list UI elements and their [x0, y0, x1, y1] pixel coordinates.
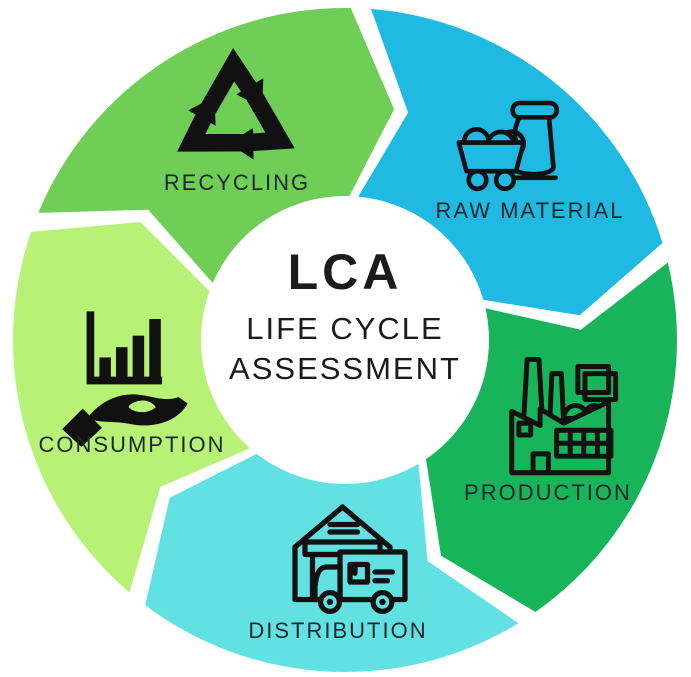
segment-distribution — [145, 451, 519, 673]
consumption-icon — [62, 311, 188, 448]
center-abbr-text: LCA — [288, 244, 403, 300]
label-consumption: CONSUMPTION — [39, 432, 226, 457]
center-hub — [201, 196, 489, 484]
center-title-line1: LIFE CYCLE — [246, 311, 443, 346]
raw-material-icon — [456, 100, 560, 192]
label-distribution: DISTRIBUTION — [248, 618, 427, 643]
label-production: PRODUCTION — [464, 480, 632, 505]
center-title-line2: ASSESSMENT — [229, 351, 461, 386]
production-icon — [509, 356, 619, 476]
label-raw-material: RAW MATERIAL — [435, 198, 624, 223]
recycling-icon — [177, 48, 295, 160]
distribution-icon — [292, 504, 408, 614]
label-recycling: RECYCLING — [164, 170, 310, 195]
